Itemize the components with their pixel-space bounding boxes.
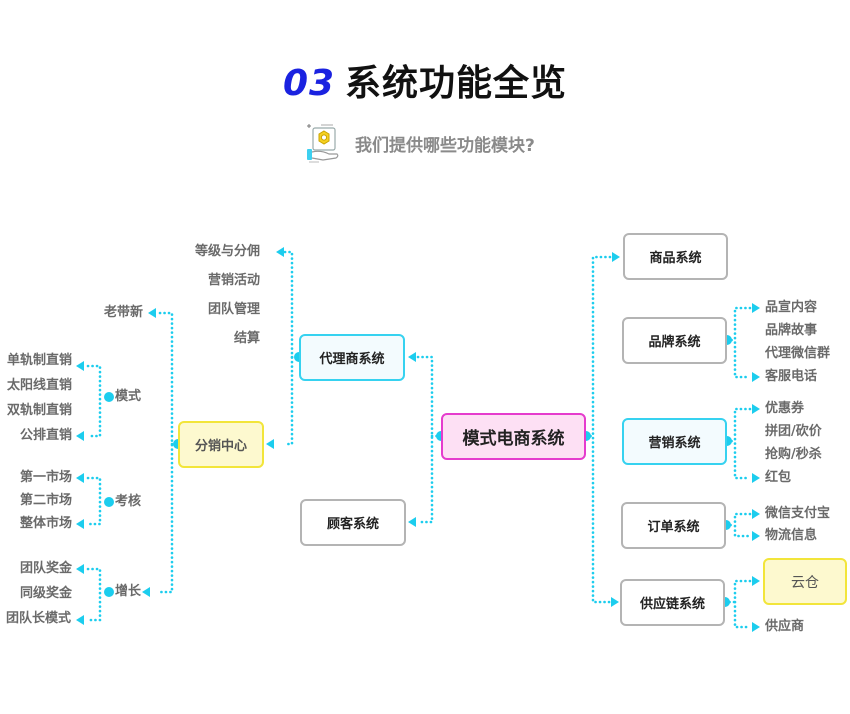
brand-system-label: 品牌系统 [648, 335, 701, 350]
connector [591, 255, 612, 604]
arrow-head [752, 473, 760, 483]
arrow-head [76, 473, 84, 483]
brand-child: 品牌故事 [765, 323, 818, 338]
connector [416, 355, 434, 524]
agent-child: 等级与分佣 [194, 244, 260, 259]
brand-child: 品宣内容 [765, 300, 818, 315]
arrow-head [76, 615, 84, 625]
center-node[interactable]: 模式电商系统 [441, 413, 586, 460]
connector [158, 311, 174, 594]
arrow-head [76, 431, 84, 441]
assess-child: 第一市场 [19, 470, 72, 485]
arrow-head [752, 576, 760, 586]
arrow-head [612, 252, 620, 262]
marketing-child: 红包 [765, 470, 792, 485]
connector [733, 579, 752, 629]
connector [86, 476, 102, 526]
arrow-head [752, 404, 760, 414]
connector [733, 306, 752, 379]
growth-child: 团队长模式 [5, 611, 71, 626]
growth-child: 同级奖金 [19, 586, 72, 601]
agent-child: 结算 [233, 331, 260, 346]
brand-child: 客服电话 [765, 369, 818, 384]
brand-system-node[interactable]: 品牌系统 [622, 317, 727, 364]
cloud-warehouse-label: 云仓 [791, 574, 819, 591]
assess-child: 整体市场 [19, 516, 72, 531]
customer-system-node[interactable]: 顾客系统 [300, 499, 406, 546]
old-new-leaf: 老带新 [103, 305, 143, 320]
arrow-head [752, 372, 760, 382]
distribution-center-node[interactable]: 分销中心 [178, 421, 264, 468]
gear-hand-icon [307, 124, 339, 163]
growth-label: 增长 [115, 584, 142, 599]
mode-child: 太阳线直销 [6, 378, 72, 393]
mode-child: 公排直销 [19, 428, 72, 443]
arrow-head [76, 519, 84, 529]
marketing-child: 优惠券 [765, 401, 805, 416]
arrow-head [276, 247, 284, 257]
connector [86, 364, 102, 438]
supply-chain-label: 供应链系统 [639, 597, 705, 612]
assess-child: 第二市场 [19, 493, 72, 508]
connector [86, 567, 102, 622]
order-system-label: 订单系统 [647, 520, 700, 535]
subtitle: 我们提供哪些功能模块? [355, 136, 535, 156]
center-label: 模式电商系统 [462, 429, 565, 449]
connector [283, 250, 294, 446]
brand-child: 代理微信群 [765, 346, 831, 361]
arrow-head [266, 439, 274, 449]
marketing-system-label: 营销系统 [648, 436, 701, 451]
arrow-head [752, 509, 760, 519]
arrow-head [752, 303, 760, 313]
arrow-head [148, 308, 156, 318]
arrow-head [752, 531, 760, 541]
mode-label: 模式 [115, 389, 142, 404]
supply-chain-node[interactable]: 供应链系统 [620, 579, 725, 626]
arrow-head [752, 622, 760, 632]
order-child: 物流信息 [765, 528, 818, 543]
connector-dot [104, 392, 114, 402]
distribution-center-label: 分销中心 [194, 439, 247, 454]
mode-child: 双轨制直销 [6, 403, 72, 418]
arrow-head [611, 597, 619, 607]
goods-system-label: 商品系统 [649, 251, 702, 266]
agent-system-node[interactable]: 代理商系统 [299, 334, 405, 381]
order-system-node[interactable]: 订单系统 [621, 502, 726, 549]
arrow-head [76, 564, 84, 574]
section-number: 03 [282, 63, 336, 104]
growth-child: 团队奖金 [19, 561, 72, 576]
order-child: 微信支付宝 [765, 506, 831, 521]
arrow-head [142, 587, 150, 597]
agent-child: 团队管理 [207, 302, 260, 317]
supplier-leaf: 供应商 [765, 619, 805, 634]
connector-dot [104, 497, 114, 507]
arrow-head [408, 517, 416, 527]
customer-system-label: 顾客系统 [326, 517, 379, 532]
connector [733, 407, 752, 480]
cloud-warehouse-node[interactable]: 云仓 [763, 558, 847, 605]
marketing-child: 抢购/秒杀 [765, 447, 822, 462]
marketing-child: 拼团/砍价 [765, 424, 822, 439]
connector-dot [104, 587, 114, 597]
agent-system-label: 代理商系统 [319, 352, 385, 367]
marketing-system-node[interactable]: 营销系统 [622, 418, 727, 465]
arrow-head [76, 361, 84, 371]
goods-system-node[interactable]: 商品系统 [623, 233, 728, 280]
section-title: 系统功能全览 [345, 63, 568, 104]
agent-child: 营销活动 [207, 273, 260, 288]
mode-child: 单轨制直销 [6, 353, 72, 368]
arrow-head [408, 352, 416, 362]
connector [733, 512, 752, 538]
assess-label: 考核 [115, 494, 142, 509]
